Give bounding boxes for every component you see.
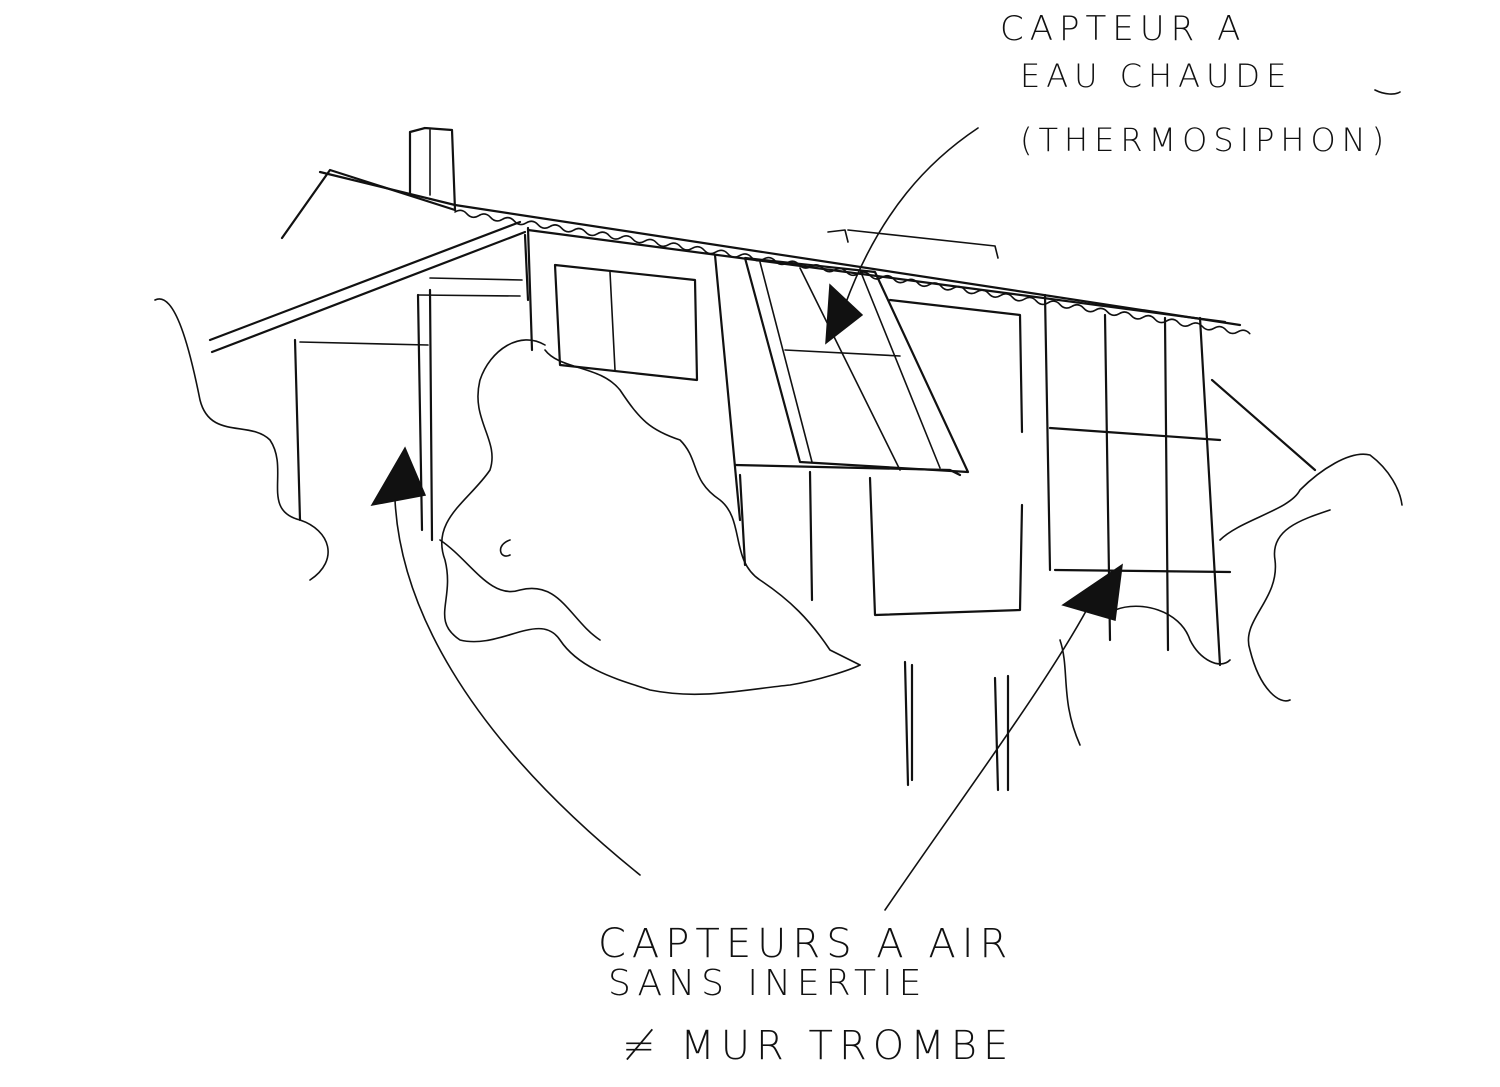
leader-water-collector bbox=[825, 127, 979, 345]
water-collector-label-line1: CAPTEUR A bbox=[1000, 9, 1247, 49]
upper-window-left bbox=[553, 263, 699, 382]
left-roof bbox=[208, 168, 527, 354]
ground-floor bbox=[733, 463, 1232, 792]
air-collectors-label-line3: ≠ MUR TROMBE bbox=[622, 1023, 1015, 1069]
water-collector-label-line3: (THERMOSIPHON) bbox=[1020, 121, 1391, 159]
upper-window-right bbox=[888, 298, 1222, 442]
main-roof bbox=[453, 203, 1251, 335]
air-collectors-label-line1: CAPTEURS A AIR bbox=[598, 921, 1014, 967]
water-collector-panel bbox=[743, 256, 970, 474]
leader-air-collector-left bbox=[370, 446, 641, 876]
vegetation bbox=[154, 89, 1403, 746]
chimney bbox=[408, 126, 457, 212]
facade-walls bbox=[293, 226, 1317, 667]
air-collectors-label-line2: SANS INERTIE bbox=[608, 963, 928, 1004]
water-collector-label-line2: EAU CHAUDE bbox=[1020, 57, 1293, 95]
leader-air-collector-right bbox=[884, 563, 1123, 911]
